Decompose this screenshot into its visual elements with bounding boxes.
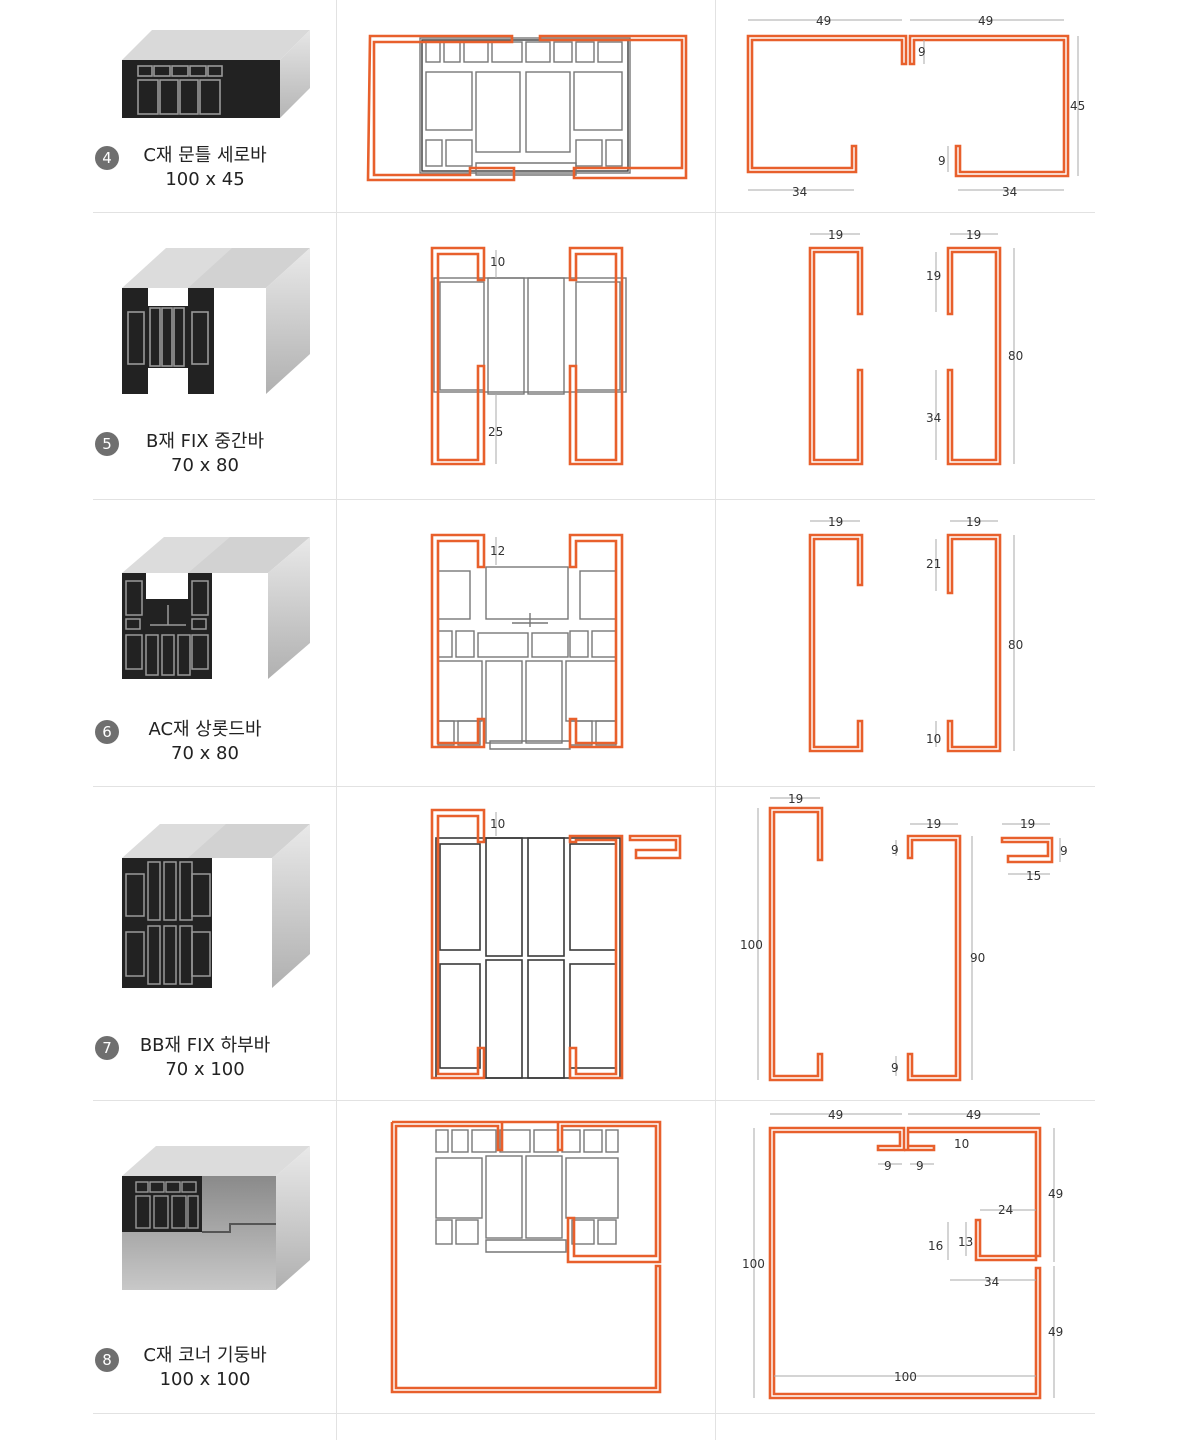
dimension-label: 19 bbox=[926, 269, 941, 283]
dimension-label: 34 bbox=[1002, 185, 1017, 199]
dimension-label: 15 bbox=[1026, 869, 1041, 883]
product-name: C재 문틀 세로바 bbox=[143, 145, 267, 166]
dimension-label: 9 bbox=[891, 1061, 899, 1075]
dimension-label: 21 bbox=[926, 557, 941, 571]
dimension-label: 34 bbox=[792, 185, 807, 199]
row-divider bbox=[93, 1100, 1095, 1101]
cross-section-drawing: 10 25 bbox=[430, 246, 627, 466]
product-size: 70 x 80 bbox=[171, 455, 239, 476]
column-divider-1 bbox=[336, 0, 337, 1440]
dimension-label: 9 bbox=[884, 1159, 892, 1173]
dimension-drawing: 19 19 21 80 10 bbox=[808, 515, 1023, 753]
profile-render-image bbox=[122, 824, 310, 988]
dimension-label: 9 bbox=[916, 1159, 924, 1173]
dimension-label: 90 bbox=[970, 951, 985, 965]
dimension-label: 49 bbox=[828, 1108, 843, 1122]
dimension-label: 49 bbox=[966, 1108, 981, 1122]
step-number-badge: 8 bbox=[95, 1348, 119, 1372]
dimension-label: 34 bbox=[984, 1275, 999, 1289]
dimension-label: 49 bbox=[978, 14, 993, 28]
product-row-7: 7 BB재 FIX 하부바 70 x 100 10 19 100 19 9 90… bbox=[0, 786, 1200, 1100]
dimension-label: 19 bbox=[926, 817, 941, 831]
dimension-label: 80 bbox=[1008, 638, 1023, 652]
row-divider bbox=[93, 499, 1095, 500]
dimension-label: 10 bbox=[954, 1137, 969, 1151]
dimension-label: 10 bbox=[490, 255, 505, 269]
step-number-badge: 5 bbox=[95, 432, 119, 456]
cross-section-drawing: 12 bbox=[430, 533, 624, 750]
dimension-label: 49 bbox=[816, 14, 831, 28]
product-row-5: 5 B재 FIX 중간바 70 x 80 10 25 19 19 19 80 3… bbox=[0, 212, 1200, 499]
product-size: 100 x 100 bbox=[159, 1369, 251, 1390]
dimension-label: 10 bbox=[490, 817, 505, 831]
cross-section-drawing bbox=[366, 34, 688, 182]
dimension-label: 24 bbox=[998, 1203, 1013, 1217]
cross-section-drawing bbox=[390, 1120, 662, 1394]
dimension-label: 80 bbox=[1008, 349, 1023, 363]
dimension-label: 45 bbox=[1070, 99, 1085, 113]
dimension-drawing: 49 49 9 45 9 34 34 bbox=[746, 14, 1085, 199]
product-size: 100 x 45 bbox=[165, 169, 245, 190]
column-divider-2 bbox=[715, 0, 716, 1440]
product-row-4: 4 C재 문틀 세로바 100 x 45 49 49 9 45 9 34 34 bbox=[0, 0, 1200, 212]
dimension-label: 100 bbox=[742, 1257, 765, 1271]
product-name: AC재 상롯드바 bbox=[148, 719, 262, 740]
dimension-label: 13 bbox=[958, 1235, 973, 1249]
dimension-label: 19 bbox=[828, 228, 843, 242]
dimension-label: 19 bbox=[966, 228, 981, 242]
step-number-badge: 6 bbox=[95, 720, 119, 744]
row-divider bbox=[93, 212, 1095, 213]
dimension-label: 34 bbox=[926, 411, 941, 425]
dimension-label: 12 bbox=[490, 544, 505, 558]
product-name: BB재 FIX 하부바 bbox=[139, 1035, 271, 1056]
dimension-label: 19 bbox=[828, 515, 843, 529]
product-row-6: 6 AC재 상롯드바 70 x 80 12 19 19 21 80 10 bbox=[0, 499, 1200, 786]
dimension-drawing: 49 49 9 9 10 49 49 24 16 13 34 100 100 bbox=[742, 1108, 1063, 1400]
dimension-label: 19 bbox=[966, 515, 981, 529]
product-row-8: 8 C재 코너 기둥바 100 x 100 49 49 9 9 10 49 49… bbox=[0, 1100, 1200, 1413]
profile-render-image bbox=[122, 1146, 310, 1290]
dimension-label: 9 bbox=[891, 843, 899, 857]
row-divider bbox=[93, 786, 1095, 787]
dimension-label: 19 bbox=[788, 792, 803, 806]
dimension-drawing: 19 19 19 80 34 bbox=[808, 228, 1023, 466]
profile-render-image bbox=[122, 30, 310, 118]
row-divider bbox=[93, 1413, 1095, 1414]
dimension-label: 19 bbox=[1020, 817, 1035, 831]
product-name: C재 코너 기둥바 bbox=[143, 1345, 267, 1366]
profile-render-image bbox=[122, 248, 310, 394]
dimension-drawing: 19 100 19 9 90 9 19 9 15 bbox=[740, 792, 1068, 1082]
dimension-label: 16 bbox=[928, 1239, 943, 1253]
profile-render-image bbox=[122, 537, 310, 679]
cross-section-drawing: 10 bbox=[430, 808, 682, 1080]
dimension-label: 9 bbox=[938, 154, 946, 168]
product-name: B재 FIX 중간바 bbox=[145, 431, 265, 452]
dimension-label: 100 bbox=[894, 1370, 917, 1384]
dimension-label: 9 bbox=[1060, 844, 1068, 858]
product-size: 70 x 100 bbox=[165, 1059, 245, 1080]
dimension-label: 10 bbox=[926, 732, 941, 746]
dimension-label: 25 bbox=[488, 425, 503, 439]
product-size: 70 x 80 bbox=[171, 743, 239, 764]
dimension-label: 100 bbox=[740, 938, 763, 952]
dimension-label: 49 bbox=[1048, 1325, 1063, 1339]
step-number-badge: 7 bbox=[95, 1036, 119, 1060]
dimension-label: 9 bbox=[918, 45, 926, 59]
dimension-label: 49 bbox=[1048, 1187, 1063, 1201]
step-number-badge: 4 bbox=[95, 146, 119, 170]
